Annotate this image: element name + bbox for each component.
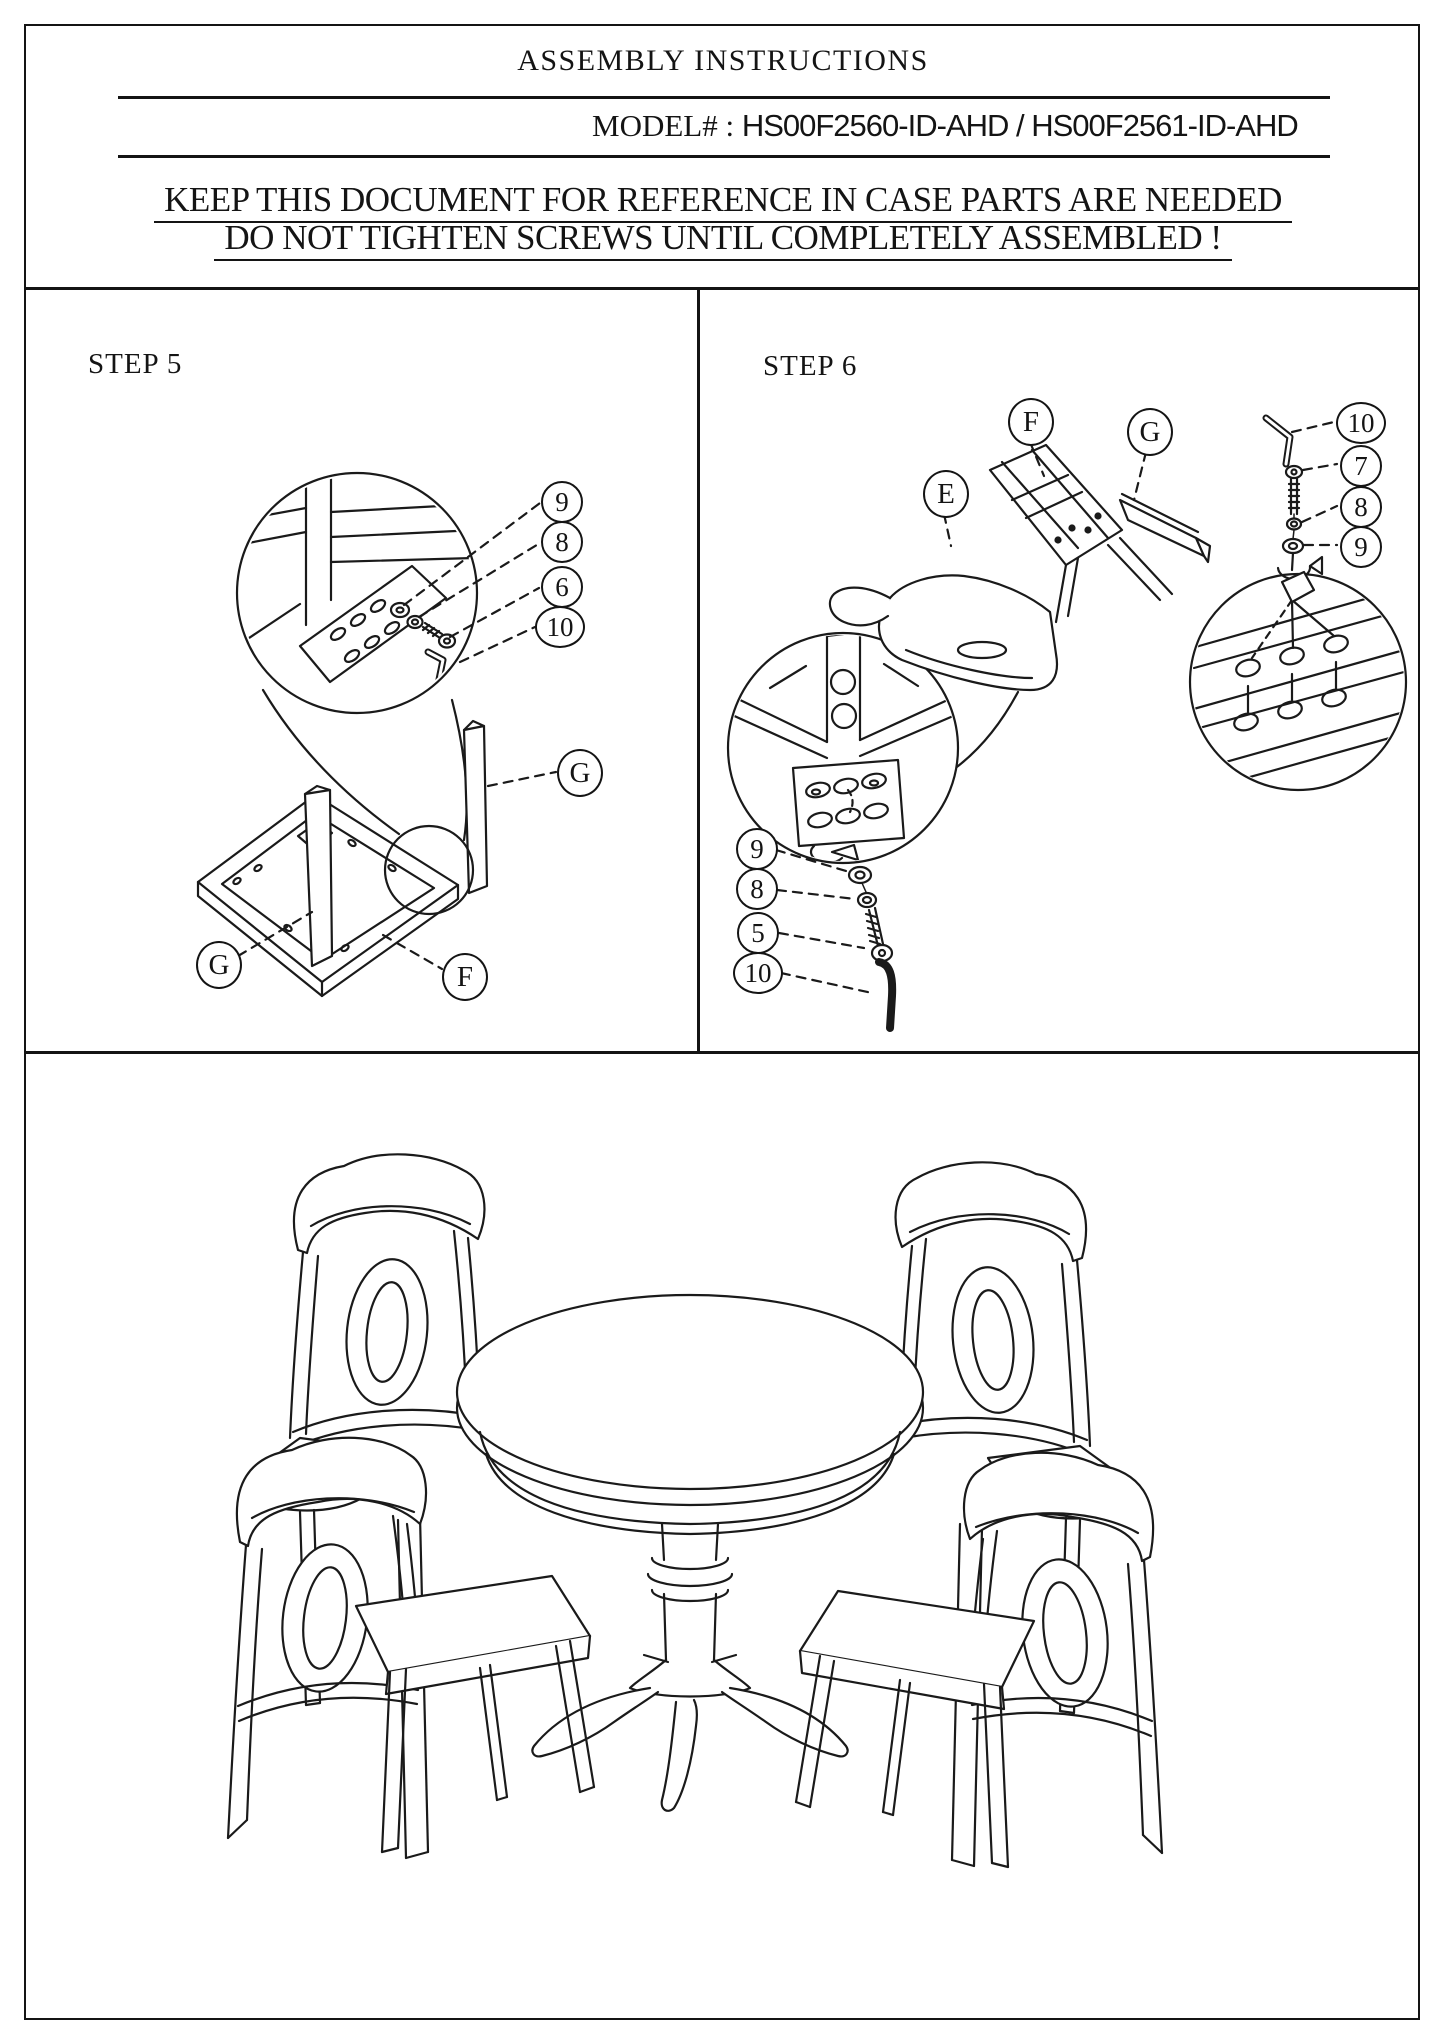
washer-icon bbox=[1281, 529, 1305, 555]
page-border bbox=[24, 24, 1420, 2020]
chair-front-left bbox=[226, 1436, 596, 1854]
lock-washer-icon bbox=[1285, 513, 1303, 531]
detail-left-content bbox=[730, 635, 956, 861]
assembled-dining-set-illustration bbox=[226, 1153, 1164, 1869]
leader-lines bbox=[236, 501, 558, 971]
document-title: ASSEMBLY INSTRUCTIONS bbox=[517, 44, 929, 77]
lock-washer-icon bbox=[406, 614, 424, 630]
hex-key-icon bbox=[1262, 414, 1294, 468]
callout-part-9-bottom: 9 bbox=[736, 828, 778, 870]
callout-part-8-top: 8 bbox=[1340, 486, 1382, 528]
step5-label: STEP 5 bbox=[88, 348, 183, 380]
warning-line-1: KEEP THIS DOCUMENT FOR REFERENCE IN CASE… bbox=[25, 180, 1421, 223]
round-table bbox=[455, 1293, 925, 1812]
callout-part-10-bottom: 10 bbox=[733, 952, 783, 994]
callout-part-9-top: 9 bbox=[1340, 526, 1382, 568]
attached-chair-leg bbox=[303, 784, 334, 968]
callout-part-g-right: G bbox=[557, 749, 603, 797]
callout-part-10: 10 bbox=[535, 606, 585, 648]
callout-part-g-left: G bbox=[196, 941, 242, 989]
warning-line-2: DO NOT TIGHTEN SCREWS UNTIL COMPLETELY A… bbox=[25, 218, 1421, 261]
bolt-icon bbox=[421, 621, 457, 649]
callout-part-f: F bbox=[1008, 398, 1054, 446]
callout-part-f: F bbox=[442, 953, 488, 1001]
washer-icon bbox=[389, 601, 411, 619]
panels-vertical-divider bbox=[697, 289, 700, 1051]
seat-panel bbox=[877, 574, 1059, 692]
corner-bracket bbox=[298, 564, 448, 684]
panels-bottom-divider bbox=[25, 1051, 1419, 1054]
callout-part-6: 6 bbox=[541, 566, 583, 608]
callout-part-8-bottom: 8 bbox=[736, 868, 778, 910]
bolt-icon bbox=[864, 906, 894, 963]
callout-part-5: 5 bbox=[737, 912, 779, 954]
step5-diagram bbox=[196, 471, 558, 998]
callout-part-g: G bbox=[1127, 408, 1173, 456]
bolt-icon bbox=[1284, 464, 1304, 516]
lock-washer-icon bbox=[856, 882, 878, 909]
corner-bracket bbox=[791, 758, 906, 848]
magnifier-funnel-left bbox=[261, 688, 401, 836]
step6-label: STEP 6 bbox=[763, 350, 858, 382]
callout-part-7: 7 bbox=[1340, 445, 1382, 487]
panels-top-divider bbox=[25, 287, 1419, 290]
callout-part-10-top: 10 bbox=[1336, 402, 1386, 444]
callout-part-e: E bbox=[923, 470, 969, 518]
chair-assembly bbox=[828, 443, 1212, 692]
corner-bolt-arrow bbox=[1276, 551, 1324, 604]
chair-front-right bbox=[794, 1451, 1164, 1869]
model-label: MODEL# : bbox=[592, 108, 735, 143]
hex-key-icon bbox=[875, 958, 897, 1032]
leader-lines bbox=[774, 420, 1339, 995]
loose-chair-leg bbox=[462, 719, 489, 895]
step6-diagram bbox=[726, 414, 1408, 1032]
model-number: HS00F2560-ID-AHD / HS00F2561-ID-AHD bbox=[741, 108, 1299, 143]
header-rule-1 bbox=[118, 96, 1330, 99]
washer-icon bbox=[847, 865, 873, 885]
callout-part-9: 9 bbox=[541, 481, 583, 523]
model-line: MODEL# : HS00F2560-ID-AHD / HS00F2561-ID… bbox=[592, 108, 1299, 144]
callout-part-8: 8 bbox=[541, 521, 583, 563]
header-rule-2 bbox=[118, 155, 1330, 158]
detail-target-circle bbox=[383, 824, 475, 916]
